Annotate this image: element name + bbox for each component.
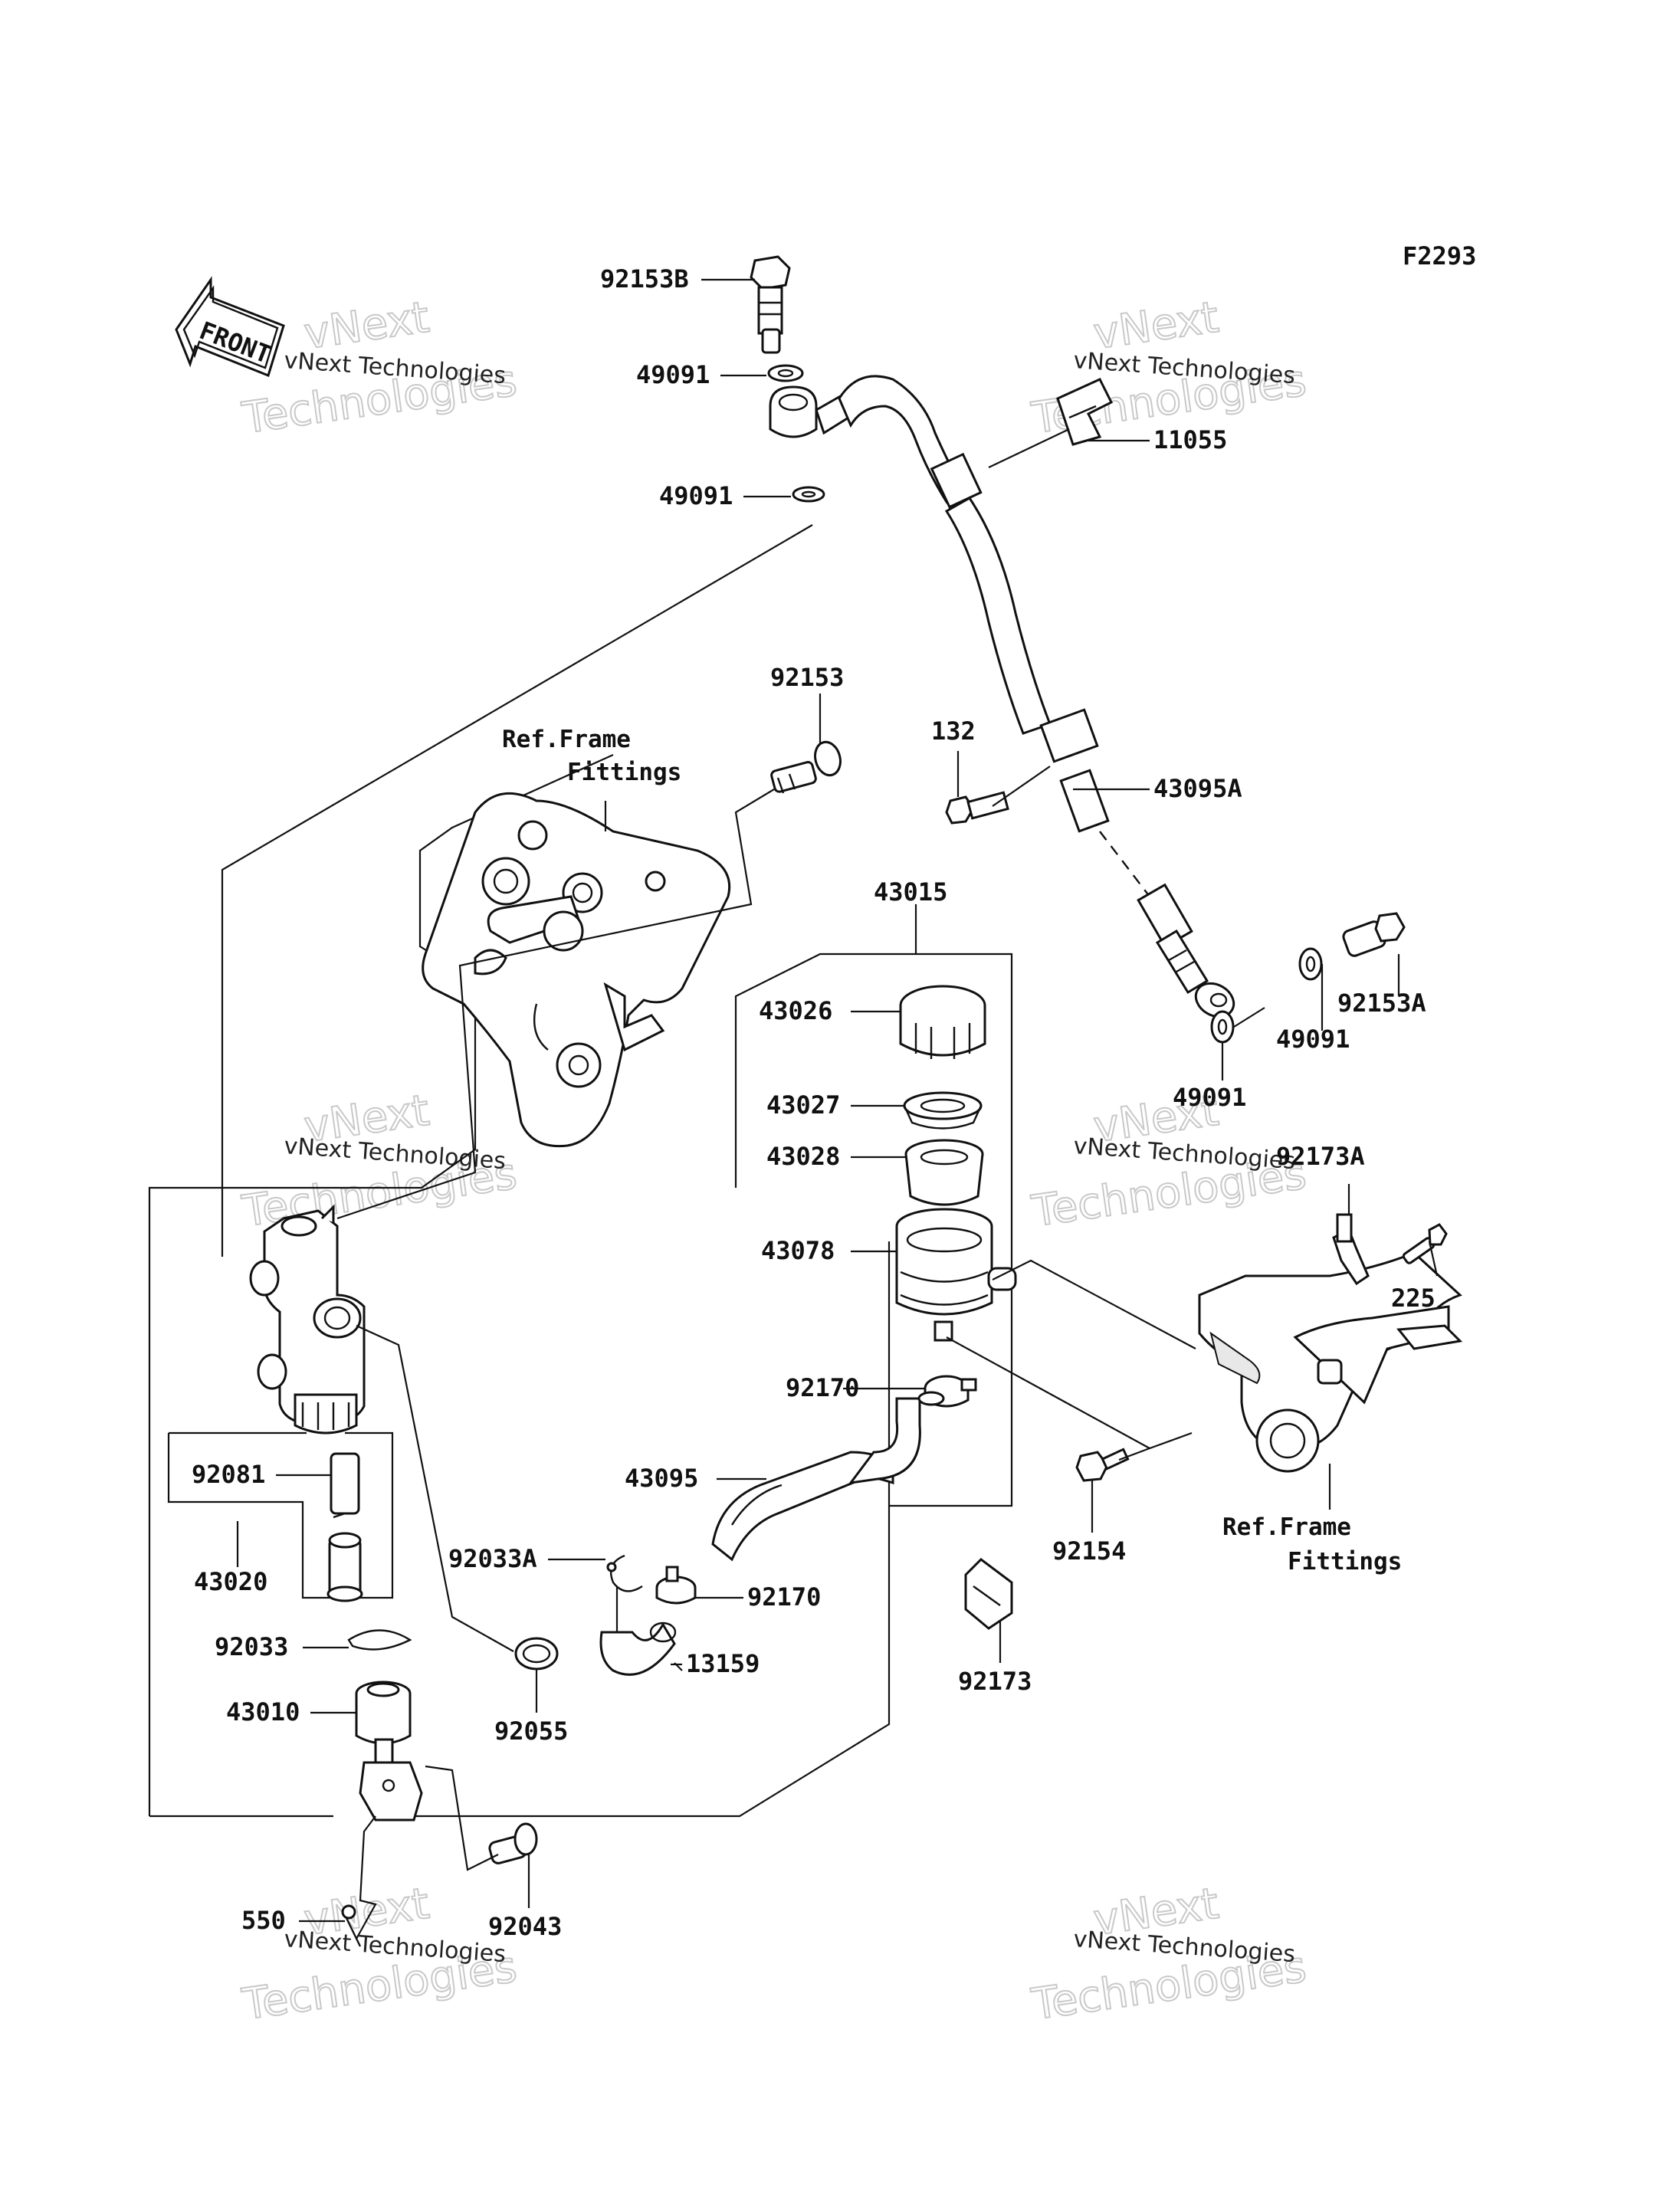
washer-49091-top: [767, 364, 804, 382]
label-43026: 43026: [759, 996, 832, 1025]
clamp-11055: [1056, 378, 1114, 446]
watermark-top-left: vNext Technologies vNext Technologies: [238, 292, 520, 444]
label-92055: 92055: [494, 1717, 568, 1746]
label-92173A: 92173A: [1276, 1142, 1365, 1171]
label-92170-upper: 92170: [786, 1373, 859, 1402]
cotter-pin-550: [341, 1904, 362, 1947]
label-43015: 43015: [874, 877, 947, 907]
brake-hose-43095A: [838, 375, 1235, 1018]
label-leaders: [236, 278, 1439, 1923]
figure-code: F2293: [1403, 241, 1476, 271]
watermark-mid-right: vNext Technologies vNext Technologies: [1028, 1085, 1310, 1238]
label-92033A: 92033A: [448, 1544, 537, 1573]
label-13159: 13159: [686, 1649, 760, 1678]
leader-cylinder-92055: [356, 1324, 514, 1652]
watermark-mid-left: vNext Technologies vNext Technologies: [238, 1085, 520, 1238]
leader-frame-92154: [1149, 1431, 1193, 1450]
clip-92170-lower: [655, 1566, 697, 1605]
label-132: 132: [931, 716, 976, 746]
o-ring-92055: [514, 1637, 559, 1671]
frame-fitting-upper: [422, 792, 731, 1148]
label-43010: 43010: [226, 1697, 300, 1726]
label-43020: 43020: [194, 1567, 267, 1596]
ref-frame-lower-line2: Fittings: [1288, 1548, 1402, 1576]
circlip-92033: [347, 1629, 412, 1651]
washer-49091-lower: [792, 486, 825, 503]
label-550: 550: [241, 1906, 286, 1935]
label-43028: 43028: [766, 1142, 840, 1171]
label-92173: 92173: [958, 1667, 1032, 1696]
ref-frame-lower-line1: Ref.Frame: [1222, 1513, 1351, 1541]
bolt-92154: [1075, 1448, 1130, 1482]
leader-92153-frame: [336, 789, 775, 1220]
label-92170-lower: 92170: [747, 1582, 821, 1612]
plate-43027: [903, 1091, 983, 1130]
front-arrow-icon: FRONT: [175, 276, 285, 377]
label-225: 225: [1391, 1284, 1436, 1313]
label-92153A: 92153A: [1337, 989, 1426, 1018]
label-92033: 92033: [215, 1632, 288, 1661]
label-49091-right-bottom: 49091: [1173, 1083, 1246, 1112]
washer-49091-right-top: [1298, 947, 1323, 981]
label-92081: 92081: [192, 1460, 265, 1489]
spring-92081: [330, 1452, 360, 1519]
assembly-outlines: [148, 524, 1013, 1818]
label-43095: 43095: [625, 1464, 698, 1493]
label-92043: 92043: [488, 1912, 562, 1941]
watermark-bottom-right: vNext Technologies vNext Technologies: [1028, 1878, 1310, 2031]
label-43027: 43027: [766, 1090, 840, 1120]
label-92154: 92154: [1052, 1536, 1126, 1566]
reservoir-cap-43026: [899, 985, 986, 1059]
watermark-bottom-left: vNext Technologies vNext Technologies: [238, 1878, 520, 2031]
ref-frame-upper-line1: Ref.Frame: [502, 726, 631, 753]
leader-43078-92154: [946, 1336, 1152, 1461]
push-rod-43010: [355, 1681, 423, 1822]
banjo-bolt-92153B: [750, 255, 791, 354]
label-92153B: 92153B: [600, 264, 689, 293]
reservoir-hose-43095: [711, 1391, 945, 1562]
ref-frame-upper-line2: Fittings: [567, 759, 681, 786]
label-43078: 43078: [761, 1236, 835, 1265]
hose-fitting-13159: [599, 1622, 677, 1676]
diaphragm-43028: [904, 1139, 984, 1206]
leader-43010-92043: [425, 1765, 499, 1871]
label-49091-right-top: 49091: [1276, 1025, 1350, 1054]
bolt-225: [1402, 1223, 1448, 1264]
label-92153: 92153: [770, 663, 844, 692]
circlip-92033A: [606, 1554, 643, 1592]
bolt-132: [945, 791, 1009, 825]
label-11055: 11055: [1153, 425, 1227, 454]
leader-43010-550: [356, 1815, 377, 1940]
clamp-92173: [964, 1558, 1013, 1630]
pin-92043: [488, 1822, 538, 1864]
label-49091-lower: 49091: [659, 481, 733, 510]
banjo-bolt-92153A: [1342, 912, 1406, 957]
label-43095A: 43095A: [1153, 774, 1242, 803]
piston-43020: [326, 1532, 363, 1602]
leader-43078-frame: [992, 1259, 1196, 1349]
bracket-92173A: [1332, 1213, 1370, 1286]
washer-49091-right-bottom: [1210, 1010, 1235, 1044]
master-cylinder-body: [249, 1204, 366, 1435]
label-49091-top: 49091: [636, 360, 710, 389]
bolt-92153: [770, 740, 842, 794]
reservoir-43078: [895, 1208, 1017, 1342]
